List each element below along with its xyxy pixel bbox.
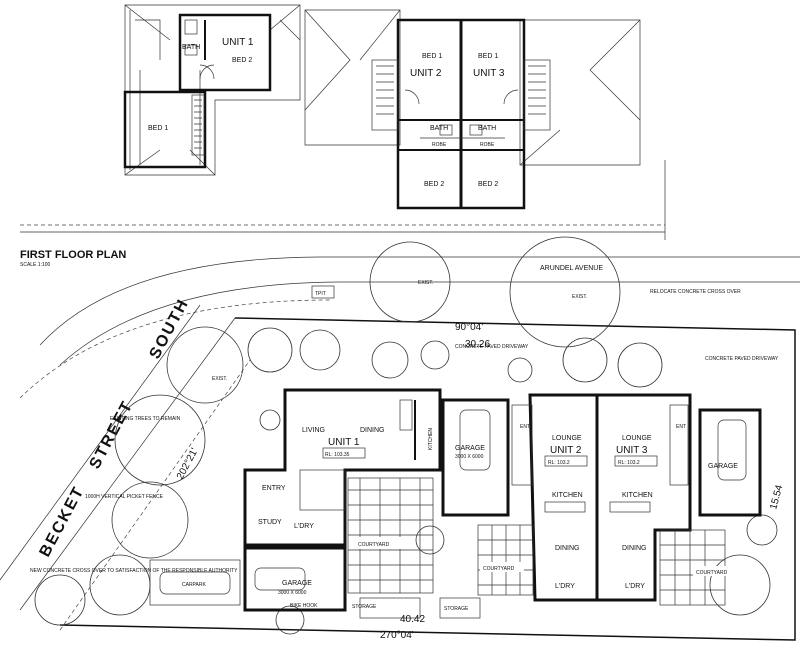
ff-unit2-label: UNIT 2 — [410, 68, 442, 79]
unit2-garage — [441, 398, 510, 517]
gf-unit1-garage-size: 3000 X 6000 — [278, 590, 307, 596]
note-picket-fence: 1000H VERTICAL PICKET FENCE — [85, 494, 164, 500]
ff-robe-2: ROBE — [432, 142, 447, 148]
ff-unit3-label: UNIT 3 — [473, 68, 505, 79]
gf-unit3-label: UNIT 3 — [616, 445, 648, 456]
gf-unit1-living: LIVING — [302, 427, 325, 434]
note-exist-1: EXIST. — [418, 280, 433, 286]
gf-unit1-label: UNIT 1 — [328, 437, 360, 448]
plan-title: FIRST FLOOR PLAN — [20, 249, 126, 261]
unit1-ground-outline — [243, 388, 442, 547]
gf-storage-2: STORAGE — [444, 606, 469, 612]
gf-courtyard2: COURTYARD — [483, 566, 515, 572]
gf-concrete-driveway-3: CONCRETE PAVED DRIVEWAY — [705, 356, 779, 362]
ff-unit1-bed2: BED 2 — [232, 57, 252, 64]
note-existing-trees: EXISTING TREES TO REMAIN — [110, 416, 181, 422]
note-exist-2: EXIST. — [572, 294, 587, 300]
gf-unit1-study: STUDY — [258, 519, 282, 526]
trees — [34, 236, 778, 635]
gf-unit2-kitchen: KITCHEN — [552, 492, 583, 499]
dim-bottom-bearing: 270°04' — [380, 630, 414, 641]
ff-unit2-bed1: BED 1 — [422, 53, 442, 60]
plan-scale: SCALE 1:100 — [20, 262, 51, 268]
roof-outline-right — [304, 9, 401, 146]
gf-unit3-ldry: L'DRY — [625, 583, 645, 590]
unit3-garage — [698, 408, 762, 517]
unit1-bed1-room — [123, 90, 207, 169]
gf-ent-3: ENT — [676, 424, 686, 430]
gf-unit3-dining: DINING — [622, 545, 647, 552]
becket-street-edge — [19, 317, 236, 611]
dim-bottom-length: 40.42 — [400, 614, 425, 625]
gf-unit1-kitchen: KITCHEN — [428, 428, 434, 450]
ff-unit1-label: UNIT 1 — [222, 37, 254, 48]
dim-top-bearing: 90°04' — [455, 322, 483, 333]
gf-unit1-ldry: L'DRY — [294, 523, 314, 530]
dim-top-length: 30.26 — [465, 339, 490, 350]
gf-ent-2: ENT — [520, 424, 530, 430]
gf-unit2-lounge: LOUNGE — [552, 435, 582, 442]
courtyard-2 — [477, 524, 534, 596]
gf-unit2-garage-size: 3000 X 6000 — [455, 454, 484, 460]
gf-unit2-garage: GARAGE — [455, 445, 485, 452]
gf-concrete-driveway-1: CONCRETE PAVED DRIVEWAY — [455, 344, 529, 350]
gf-unit3-kitchen: KITCHEN — [622, 492, 653, 499]
gf-storage-1: STORAGE — [352, 604, 377, 610]
gf-unit3-lounge: LOUNGE — [622, 435, 652, 442]
first-floor-plan: BATH UNIT 1 BED 2 BED 1 BED 1 UNIT 2 BED… — [20, 4, 666, 268]
gf-bike-hook-1: BIKE HOOK — [290, 603, 318, 609]
street-arundel: ARUNDEL AVENUE — [540, 265, 603, 272]
gf-unit1-garage: GARAGE — [282, 580, 312, 587]
note-new-gates: NEW CONCRETE CROSS OVER TO SATISFACTION … — [30, 568, 238, 574]
note-tpit: TPIT — [315, 291, 326, 297]
gf-carpark: CARPARK — [182, 582, 206, 588]
gf-unit3-rl: RL: 103.2 — [618, 460, 640, 466]
ff-unit1-bed1: BED 1 — [148, 125, 168, 132]
gf-unit2-ldry: L'DRY — [555, 583, 575, 590]
ff-robe-3: ROBE — [480, 142, 495, 148]
courtyard-1 — [347, 477, 434, 594]
ff-unit3-bed2: BED 2 — [478, 181, 498, 188]
ff-unit3-bath: BATH — [478, 125, 496, 132]
gf-unit2-dining: DINING — [555, 545, 580, 552]
gf-unit3-garage: GARAGE — [708, 463, 738, 470]
dim-left-bearing: 202°21' — [175, 446, 201, 481]
note-exist-3: EXIST. — [212, 376, 227, 382]
note-relocate: RELOCATE CONCRETE CROSS OVER — [650, 289, 741, 295]
roof-hip-lines — [124, 4, 301, 176]
gf-unit1-entry: ENTRY — [262, 485, 286, 492]
unit1-first-floor-outline — [178, 13, 272, 92]
gf-unit1-rl: RL: 103.35 — [325, 452, 350, 458]
gf-unit1-dining: DINING — [360, 427, 385, 434]
ff-unit3-bed1: BED 1 — [478, 53, 498, 60]
unit1-garage — [243, 546, 347, 612]
gf-courtyard3: COURTYARD — [696, 570, 728, 576]
ff-unit1-bath: BATH — [182, 44, 200, 51]
gf-unit2-rl: RL: 103.2 — [548, 460, 570, 466]
ground-floor-plan: SOUTH STREET BECKET ARUNDEL AVENUE — [0, 236, 800, 641]
property-boundary — [59, 317, 796, 641]
ff-unit2-bed2: BED 2 — [424, 181, 444, 188]
gf-courtyard1: COURTYARD — [358, 542, 390, 548]
gf-unit2-label: UNIT 2 — [550, 445, 582, 456]
unit2-unit3-ground-outline — [528, 393, 692, 602]
street-street: STREET — [87, 398, 137, 472]
ff-unit2-bath: BATH — [430, 125, 448, 132]
street-kerb-curve — [39, 256, 800, 346]
dim-side-length: 15.54 — [768, 483, 785, 510]
